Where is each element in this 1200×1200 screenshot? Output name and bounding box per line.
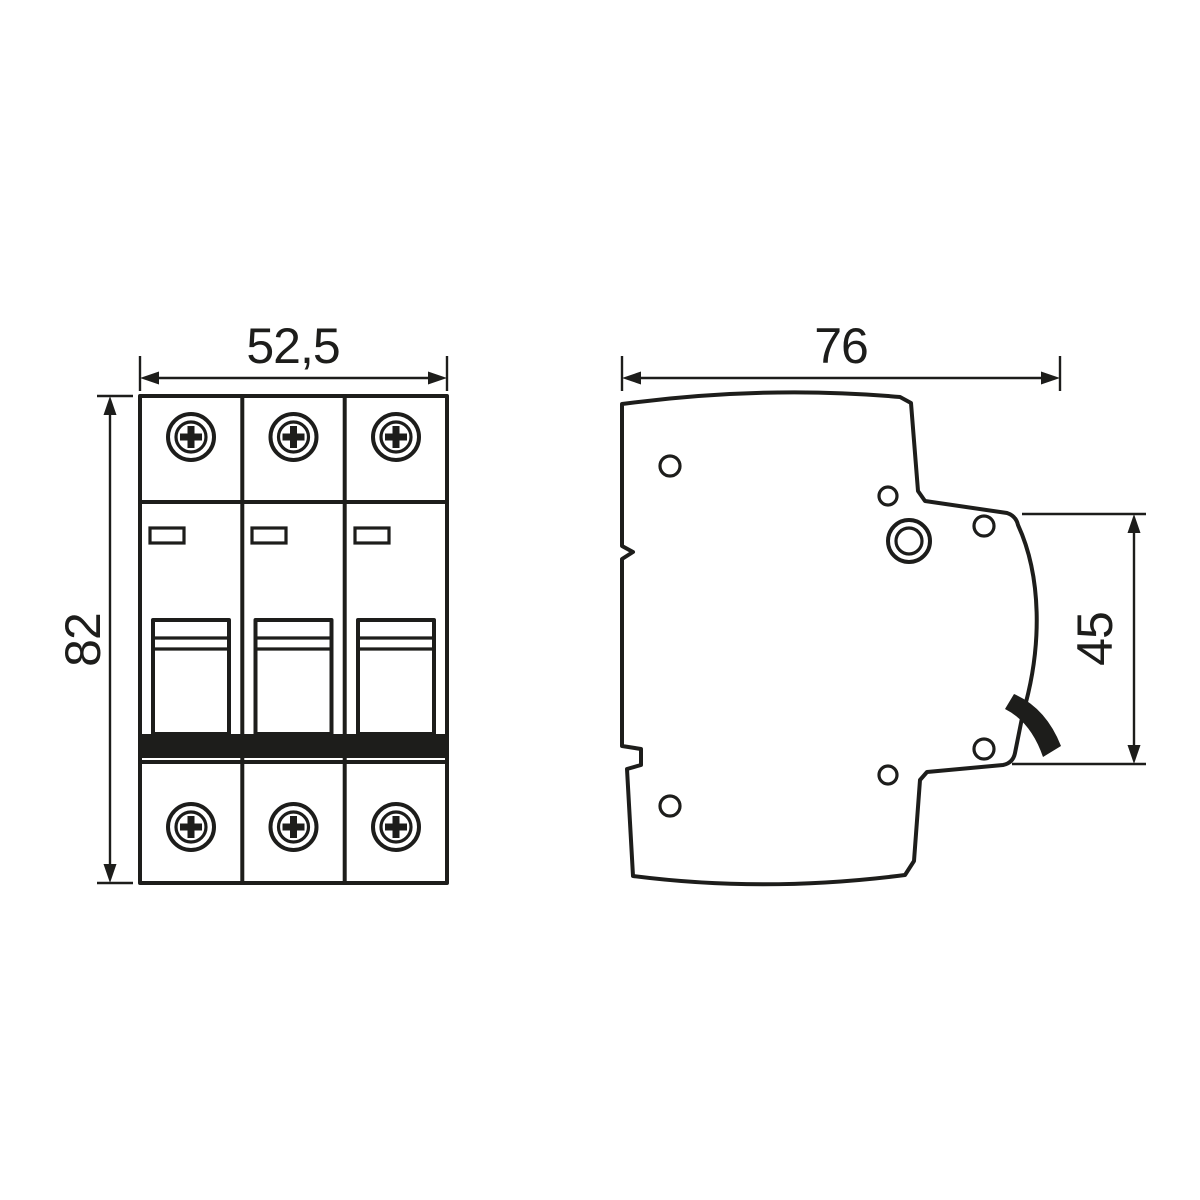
- arrowhead-bottom: [1127, 745, 1141, 764]
- arrowhead-right: [428, 371, 447, 385]
- arrowhead-left: [140, 371, 159, 385]
- rivet-hole-top-left: [658, 454, 682, 478]
- screw-terminal-bottom-3: [371, 802, 421, 852]
- mechanism-axis: [886, 518, 932, 564]
- screw-terminal-bottom-1: [166, 802, 216, 852]
- toggle-switch-2: [253, 618, 334, 736]
- rivet-hole-upper-step: [877, 485, 899, 507]
- arrowhead-top: [103, 396, 117, 415]
- dimension-front-width: 52,5: [138, 318, 449, 391]
- toggle-housing: [151, 618, 231, 736]
- screw-inner-circle: [174, 420, 208, 454]
- toggle-switch-1: [151, 618, 231, 736]
- toggle-housing: [356, 618, 436, 736]
- screw-outer-circle: [371, 412, 421, 462]
- label-window-1: [148, 526, 186, 545]
- dimension-front-face-height: 45: [1012, 512, 1146, 766]
- arrowhead-bottom: [103, 864, 117, 883]
- dimension-front-height: 82: [55, 394, 133, 885]
- dimension-label-front-face-height: 45: [1067, 612, 1123, 666]
- screw-terminal-top-1: [166, 412, 216, 462]
- screw-terminal-top-2: [268, 412, 319, 462]
- dark-band: [140, 734, 447, 758]
- rivet-hole-lower-step: [877, 764, 899, 786]
- screw-outer-circle: [166, 802, 216, 852]
- screw-outer-circle: [166, 412, 216, 462]
- screw-outer-circle: [268, 412, 319, 462]
- label-window-3: [353, 526, 391, 545]
- screw-inner-circle: [174, 810, 208, 844]
- screw-inner-circle: [276, 420, 311, 454]
- side-view: [620, 390, 1061, 887]
- dimension-label-side-depth: 76: [814, 318, 868, 374]
- dimension-label-front-height: 82: [55, 613, 111, 667]
- screw-terminal-bottom-2: [268, 802, 319, 852]
- axis-inner-circle: [894, 526, 924, 556]
- arrowhead-top: [1127, 514, 1141, 533]
- toggle-switch-3: [356, 618, 436, 736]
- screw-terminal-top-3: [371, 412, 421, 462]
- screw-inner-circle: [379, 810, 413, 844]
- front-body-outline: [138, 394, 449, 885]
- screw-inner-circle: [276, 810, 311, 844]
- screw-outer-circle: [268, 802, 319, 852]
- screw-inner-circle: [379, 420, 413, 454]
- arrowhead-right: [1041, 371, 1060, 385]
- dimension-label-front-width: 52,5: [246, 318, 339, 374]
- rivet-hole-bottom-left: [658, 794, 682, 818]
- toggle-lever: [1005, 694, 1061, 757]
- dimension-side-depth: 76: [620, 318, 1062, 391]
- arrowhead-left: [622, 371, 641, 385]
- rivet-hole-face-top: [972, 514, 996, 538]
- toggle-housing: [253, 618, 334, 736]
- axis-outer-circle: [886, 518, 932, 564]
- front-view: [138, 394, 449, 885]
- side-body-outline: [620, 390, 1039, 887]
- rivet-hole-face-bottom: [972, 737, 996, 761]
- label-window-2: [250, 526, 288, 545]
- screw-outer-circle: [371, 802, 421, 852]
